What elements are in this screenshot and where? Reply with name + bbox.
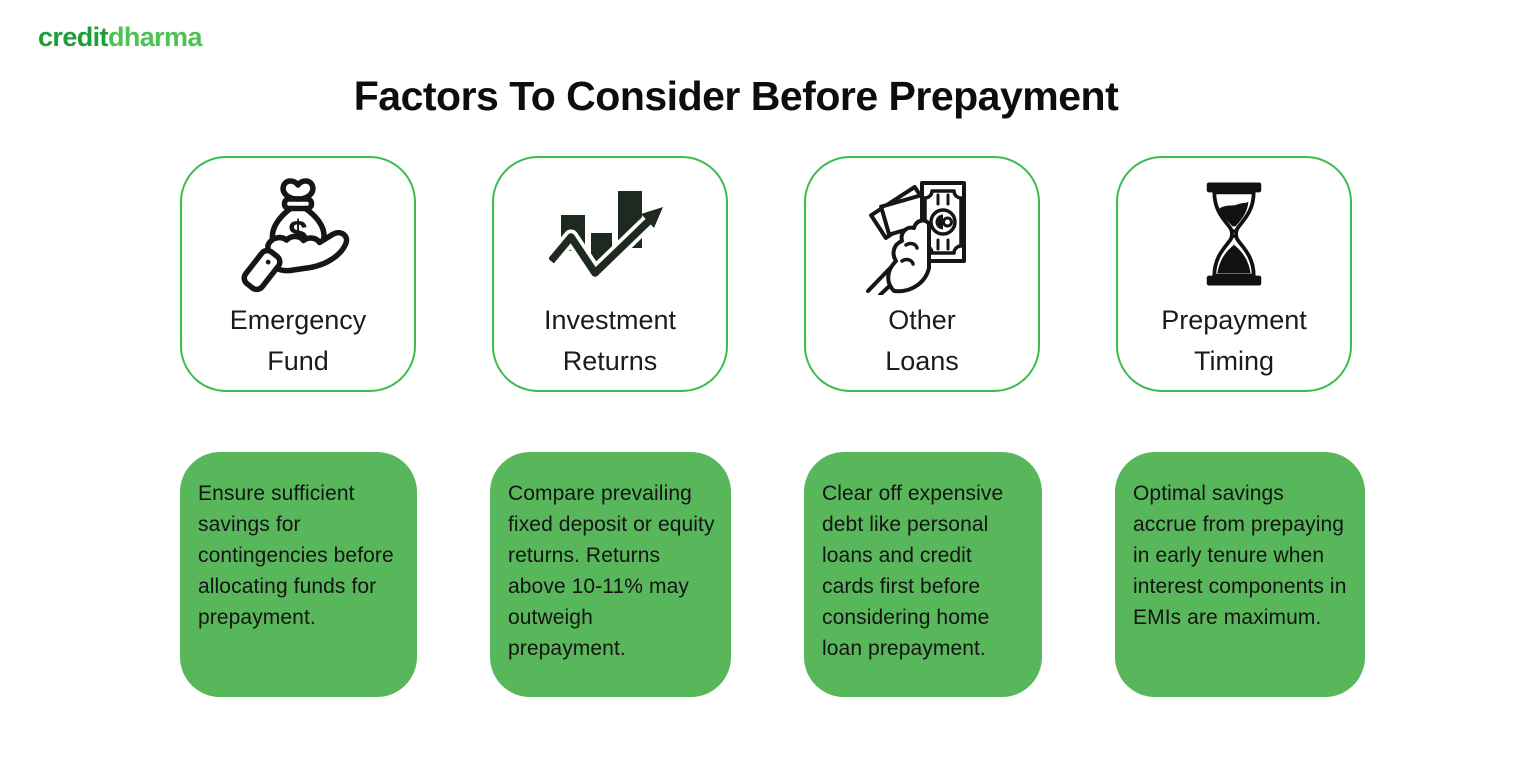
money-bag-in-hand-icon: $ xyxy=(241,178,350,293)
factor-description-other-loans: Clear off expensive debt like personal l… xyxy=(804,452,1042,697)
factor-label-line1: Investment xyxy=(543,305,677,335)
prepayment-timing-icon-wrap xyxy=(1196,168,1272,300)
emergency-fund-icon-wrap: $ xyxy=(237,168,359,300)
factor-card-investment-returns: Investment Returns xyxy=(492,156,728,392)
factor-label-line1: Prepayment xyxy=(1161,305,1307,335)
investment-returns-icon-wrap xyxy=(549,168,671,300)
factor-label-investment-returns: Investment Returns xyxy=(544,300,676,382)
factor-card-emergency-fund: $ Emergency Fund xyxy=(180,156,416,392)
factor-descriptions-row: Ensure sufficient savings for contingenc… xyxy=(180,452,1365,697)
factor-label-line2: Returns xyxy=(562,346,658,376)
factor-label-emergency-fund: Emergency Fund xyxy=(230,300,367,382)
factor-card-other-loans: Other Loans xyxy=(804,156,1040,392)
factor-label-line2: Fund xyxy=(267,346,329,376)
brand-logo: creditdharma xyxy=(38,24,202,51)
factor-label-prepayment-timing: Prepayment Timing xyxy=(1161,300,1307,382)
brand-logo-credit: credit xyxy=(38,22,109,52)
factor-label-other-loans: Other Loans xyxy=(885,300,959,382)
page-title: Factors To Consider Before Prepayment xyxy=(353,73,1119,119)
factor-description-prepayment-timing: Optimal savings accrue from prepaying in… xyxy=(1115,452,1365,697)
factor-description-emergency-fund: Ensure sufficient savings for contingenc… xyxy=(180,452,417,697)
factor-description-investment-returns: Compare prevailing fixed deposit or equi… xyxy=(490,452,731,697)
growth-chart-arrow-icon xyxy=(549,191,663,281)
factor-card-prepayment-timing: Prepayment Timing xyxy=(1116,156,1352,392)
cash-in-hand-icon xyxy=(866,181,966,295)
hourglass-icon xyxy=(1206,182,1262,286)
factor-label-line1: Other xyxy=(888,305,956,335)
factor-label-line2: Loans xyxy=(885,346,959,376)
factor-label-line2: Timing xyxy=(1193,346,1274,376)
other-loans-icon-wrap xyxy=(866,168,978,300)
brand-logo-dharma: dharma xyxy=(107,22,203,52)
factor-label-line1: Emergency xyxy=(229,305,367,335)
factor-cards-row: $ Emergency Fund xyxy=(180,156,1352,392)
